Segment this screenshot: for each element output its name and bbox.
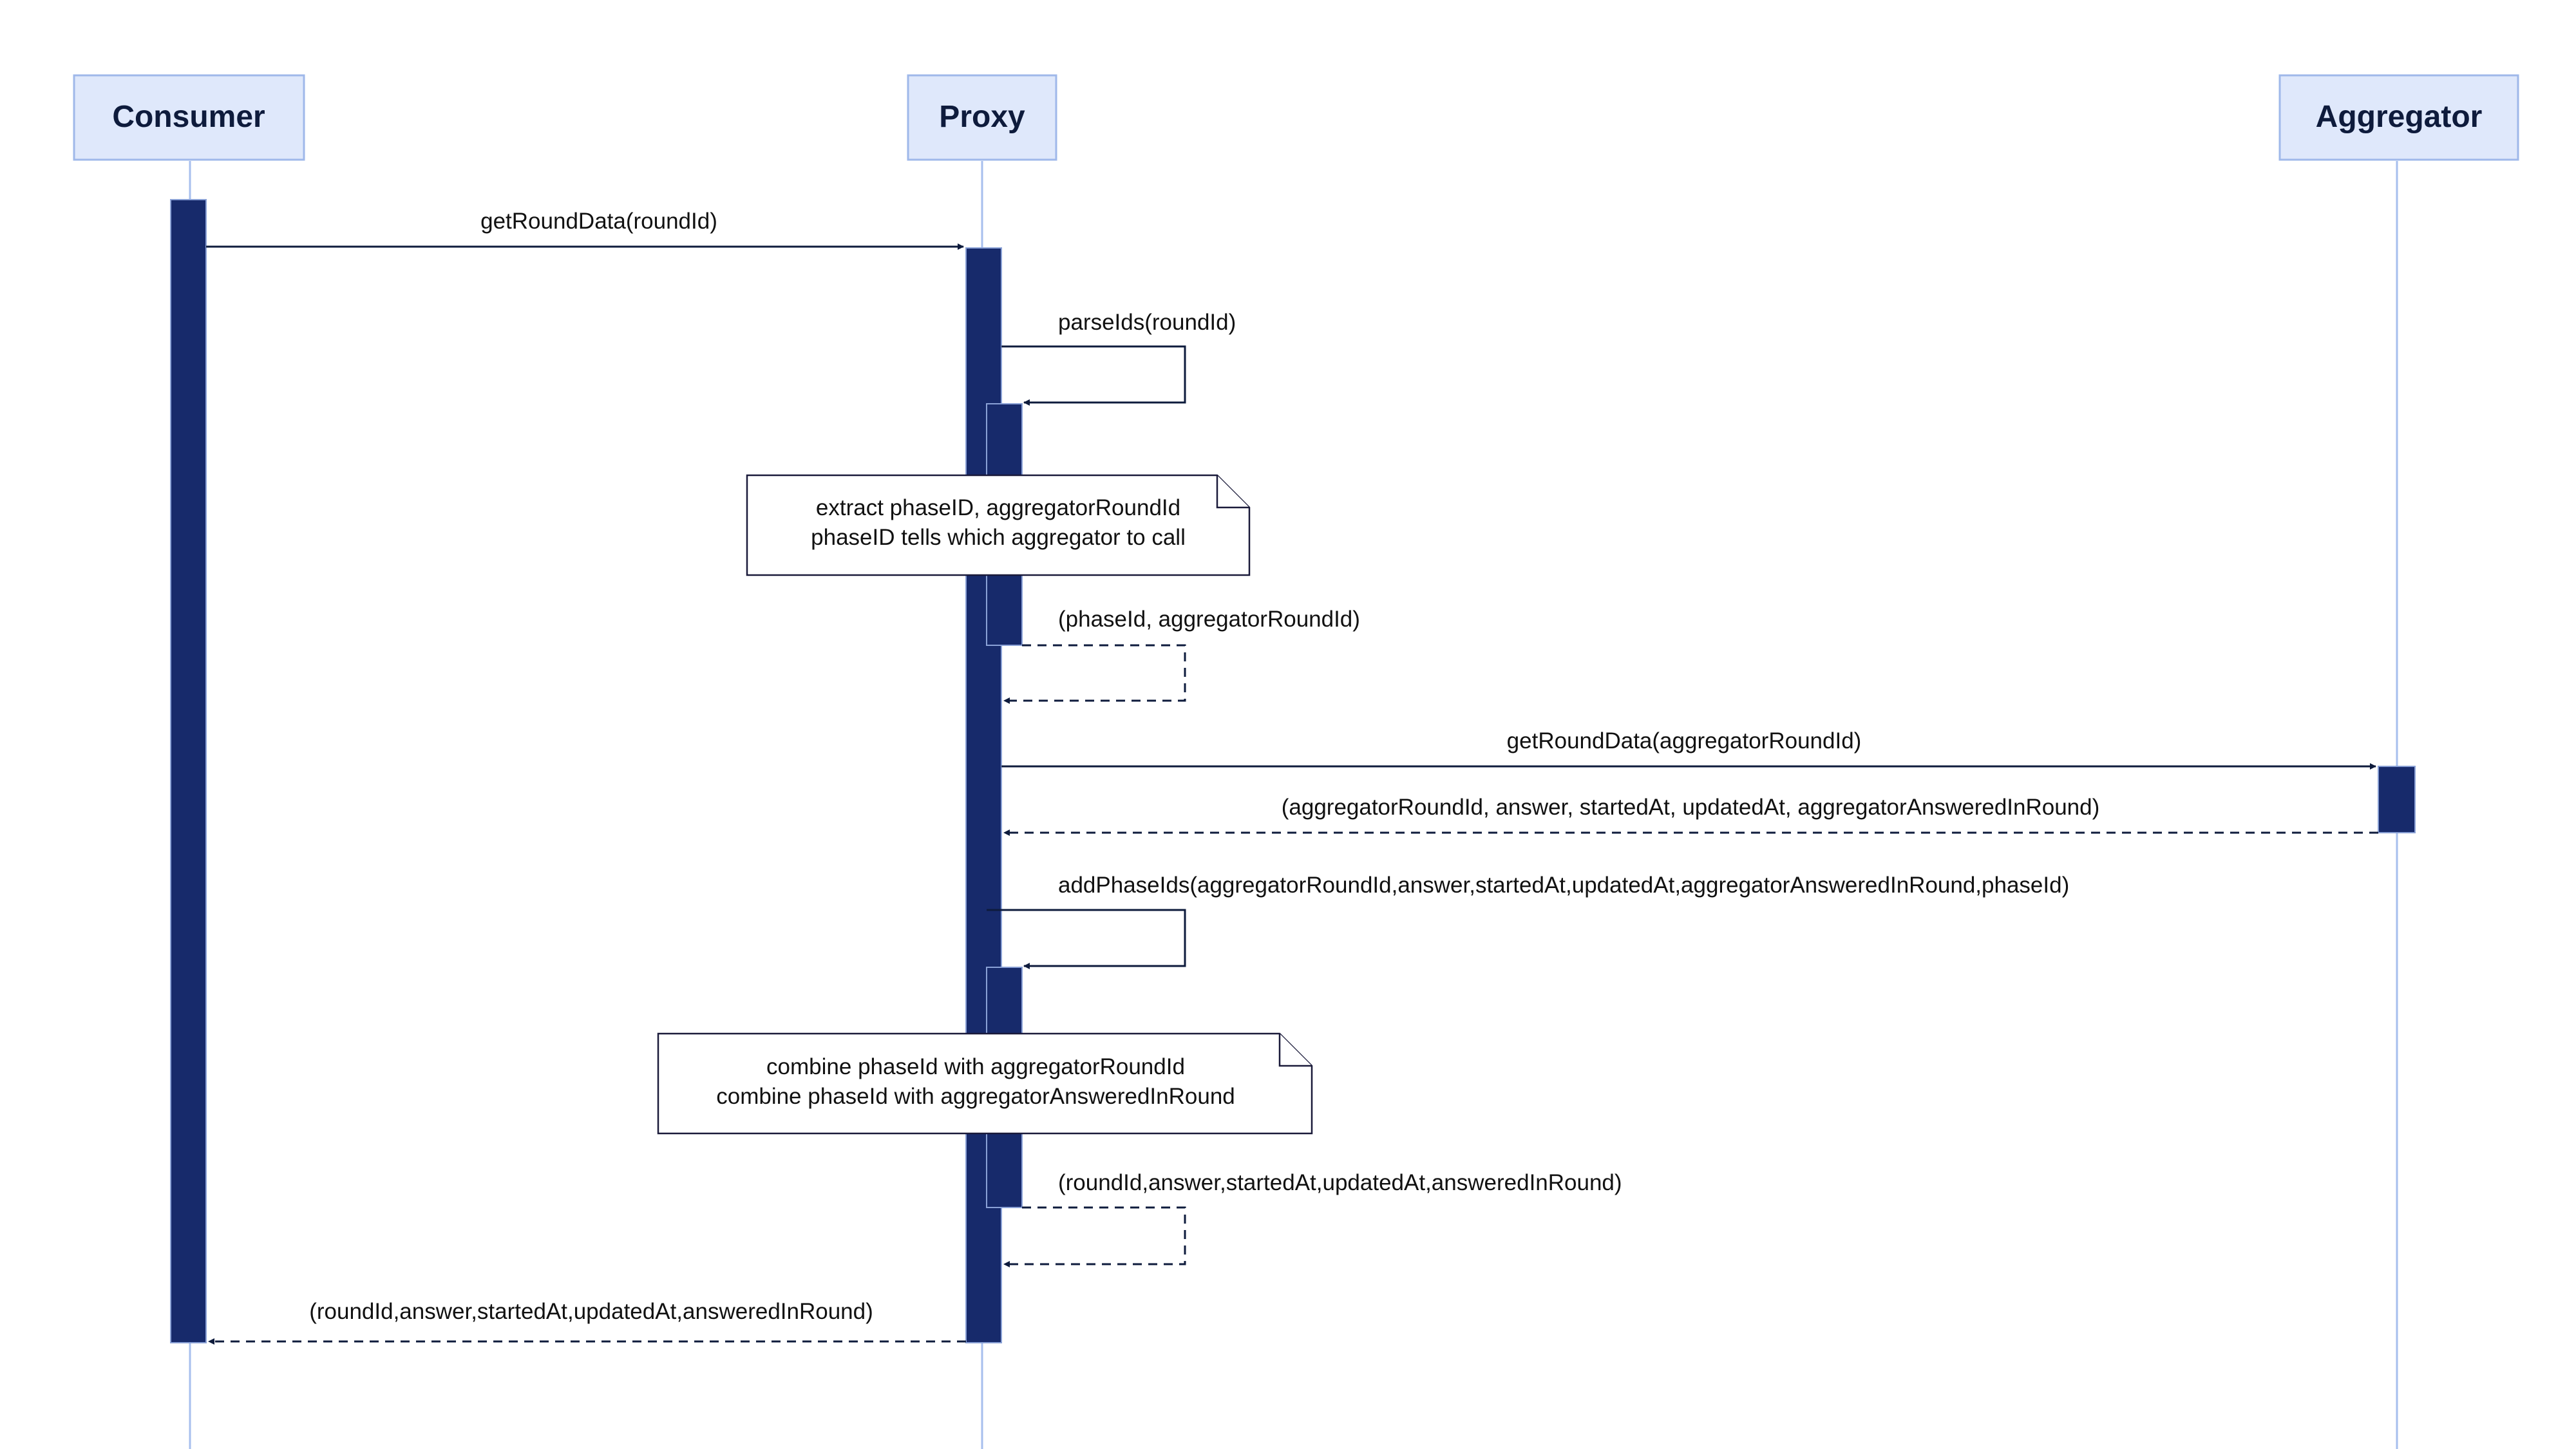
actor-aggregator-label: Aggregator bbox=[2316, 100, 2483, 134]
note-extract-phase-line-2: phaseID tells which aggregator to call bbox=[811, 525, 1186, 550]
message-get-aggregator-round-data-label: getRoundData(aggregatorRoundId) bbox=[1507, 728, 1862, 753]
note-combine-phase-line-2: combine phaseId with aggregatorAnsweredI… bbox=[716, 1084, 1235, 1109]
message-add-phase-ids: addPhaseIds(aggregatorRoundId,answer,sta… bbox=[987, 873, 2069, 969]
activation-aggregator bbox=[2378, 766, 2416, 833]
note-combine-phase-line-1: combine phaseId with aggregatorRoundId bbox=[766, 1054, 1185, 1079]
message-final-return-label: (roundId,answer,startedAt,updatedAt,answ… bbox=[309, 1299, 873, 1324]
message-return-phase-ids: (phaseId, aggregatorRoundId) bbox=[1003, 607, 1360, 704]
message-get-aggregator-round-data: getRoundData(aggregatorRoundId) bbox=[1001, 728, 2376, 770]
actor-proxy-label: Proxy bbox=[939, 100, 1025, 134]
note-combine-phase: combine phaseId with aggregatorRoundId c… bbox=[657, 1032, 1313, 1135]
note-extract-phase: extract phaseID, aggregatorRoundId phase… bbox=[746, 474, 1251, 576]
actor-consumer-label: Consumer bbox=[112, 100, 265, 134]
message-aggregator-return-label: (aggregatorRoundId, answer, startedAt, u… bbox=[1282, 795, 2100, 820]
actor-aggregator: Aggregator bbox=[2278, 74, 2519, 161]
message-add-phase-ids-label: addPhaseIds(aggregatorRoundId,answer,sta… bbox=[1058, 873, 2069, 898]
activation-consumer bbox=[170, 199, 207, 1343]
message-final-return: (roundId,answer,startedAt,updatedAt,answ… bbox=[208, 1299, 966, 1345]
actor-consumer: Consumer bbox=[73, 74, 305, 161]
message-get-round-data-label: getRoundData(roundId) bbox=[480, 209, 717, 234]
message-return-combined: (roundId,answer,startedAt,updatedAt,answ… bbox=[1003, 1170, 1622, 1267]
actor-proxy: Proxy bbox=[907, 74, 1057, 161]
note-extract-phase-line-1: extract phaseID, aggregatorRoundId bbox=[816, 495, 1180, 520]
message-aggregator-return: (aggregatorRoundId, answer, startedAt, u… bbox=[1003, 795, 2378, 836]
message-parse-ids-label: parseIds(roundId) bbox=[1058, 310, 1236, 335]
message-return-combined-label: (roundId,answer,startedAt,updatedAt,answ… bbox=[1058, 1170, 1622, 1195]
message-get-round-data: getRoundData(roundId) bbox=[206, 209, 964, 250]
message-parse-ids: parseIds(roundId) bbox=[1001, 310, 1236, 406]
message-return-phase-ids-label: (phaseId, aggregatorRoundId) bbox=[1058, 607, 1360, 632]
